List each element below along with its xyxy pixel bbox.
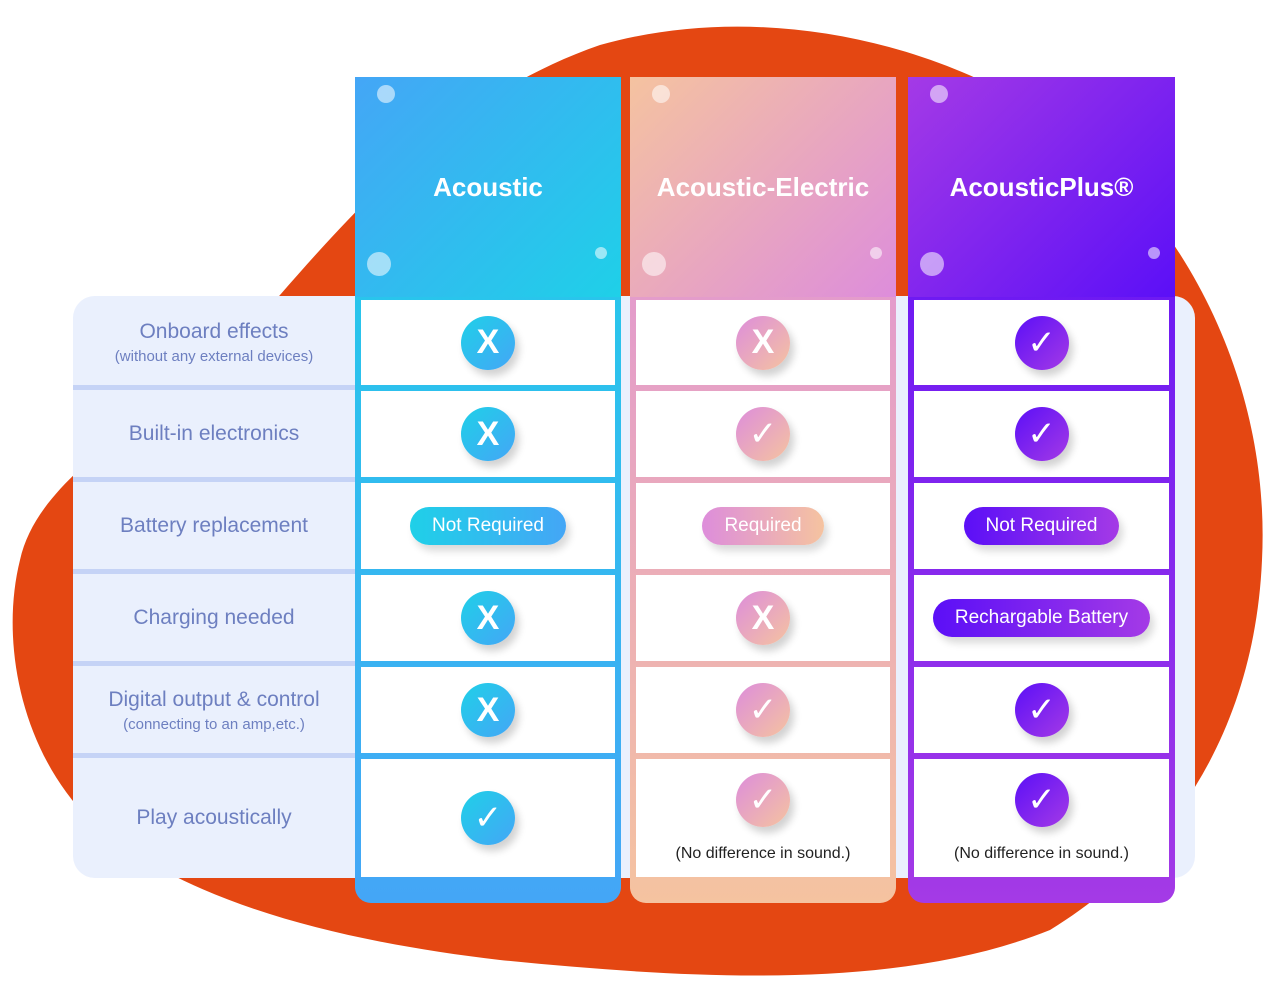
feature-name: Charging needed	[133, 606, 295, 629]
comparison-cell: Not Required	[914, 483, 1169, 569]
comparison-cell: ✓	[914, 300, 1169, 385]
column-title: Acoustic	[433, 171, 543, 202]
comparison-cell: ✓	[636, 667, 890, 753]
checkmark-icon: ✓	[1014, 773, 1069, 827]
value-badge: Required	[702, 507, 824, 545]
row-divider	[73, 569, 355, 574]
comparison-cell: ✓	[914, 667, 1169, 753]
value-badge: Not Required	[963, 507, 1120, 545]
x-mark-icon: X	[736, 591, 790, 645]
decorative-bubble	[377, 85, 395, 103]
cell-note: (No difference in sound.)	[954, 845, 1129, 862]
comparison-cell: X	[361, 667, 615, 753]
checkmark-icon: ✓	[736, 683, 790, 737]
column-title: Acoustic-Electric	[656, 171, 870, 202]
checkmark-icon: ✓	[461, 791, 515, 845]
comparison-cell: X	[361, 575, 615, 661]
decorative-bubble	[1148, 247, 1160, 259]
row-divider	[73, 385, 355, 390]
checkmark-icon: ✓	[1014, 683, 1069, 737]
checkmark-icon: ✓	[1014, 407, 1069, 461]
row-divider	[73, 753, 355, 758]
comparison-cell: Not Required	[361, 483, 615, 569]
x-mark-icon: X	[461, 683, 515, 737]
column-title: AcousticPlus®	[949, 171, 1134, 202]
x-mark-icon: X	[461, 315, 515, 370]
comparison-cell: Required	[636, 483, 890, 569]
comparison-cell: ✓	[636, 391, 890, 477]
feature-label: Battery replacement	[73, 480, 355, 572]
feature-name: Play acoustically	[136, 806, 292, 829]
feature-subtitle: (without any external devices)	[114, 348, 314, 365]
checkmark-icon: ✓	[736, 407, 790, 461]
feature-name: Built-in electronics	[128, 422, 300, 445]
decorative-bubble	[870, 247, 882, 259]
feature-label: Play acoustically	[73, 756, 355, 880]
feature-label: Charging needed	[73, 572, 355, 664]
value-badge: Rechargable Battery	[932, 599, 1151, 637]
decorative-bubble	[367, 252, 391, 276]
column-header: Acoustic	[355, 77, 621, 297]
decorative-bubble	[652, 85, 670, 103]
feature-name: Digital output & control	[108, 687, 320, 711]
column-header: AcousticPlus®	[908, 77, 1175, 297]
value-badge: Not Required	[410, 507, 566, 545]
feature-label: Digital output & control (connecting to a…	[73, 664, 355, 756]
column-header: Acoustic-Electric	[630, 77, 896, 297]
feature-name: Onboard effects	[139, 320, 289, 343]
feature-label: Built-in electronics	[73, 388, 355, 480]
feature-name: Battery replacement	[120, 514, 308, 537]
x-mark-icon: X	[461, 591, 515, 645]
comparison-cell: ✓	[361, 759, 615, 877]
x-mark-icon: X	[461, 407, 515, 461]
x-mark-icon: X	[736, 315, 790, 370]
cell-note: (No difference in sound.)	[675, 845, 851, 862]
comparison-cell: ✓ (No difference in sound.)	[636, 759, 890, 877]
decorative-bubble	[642, 252, 666, 276]
decorative-bubble	[920, 252, 944, 276]
comparison-cell: ✓ (No difference in sound.)	[914, 759, 1169, 877]
comparison-cell: Rechargable Battery	[914, 575, 1169, 661]
decorative-bubble	[930, 85, 948, 103]
comparison-cell: X	[636, 575, 890, 661]
comparison-cell: X	[636, 300, 890, 385]
feature-label: Onboard effects (without any external dev…	[73, 297, 355, 388]
row-divider	[73, 661, 355, 666]
checkmark-icon: ✓	[736, 773, 790, 827]
checkmark-icon: ✓	[1014, 315, 1069, 370]
comparison-cell: X	[361, 391, 615, 477]
feature-subtitle: (connecting to an amp,etc.)	[123, 715, 305, 733]
comparison-cell: ✓	[914, 391, 1169, 477]
decorative-bubble	[595, 247, 607, 259]
row-divider	[73, 477, 355, 482]
comparison-cell: X	[361, 300, 615, 385]
